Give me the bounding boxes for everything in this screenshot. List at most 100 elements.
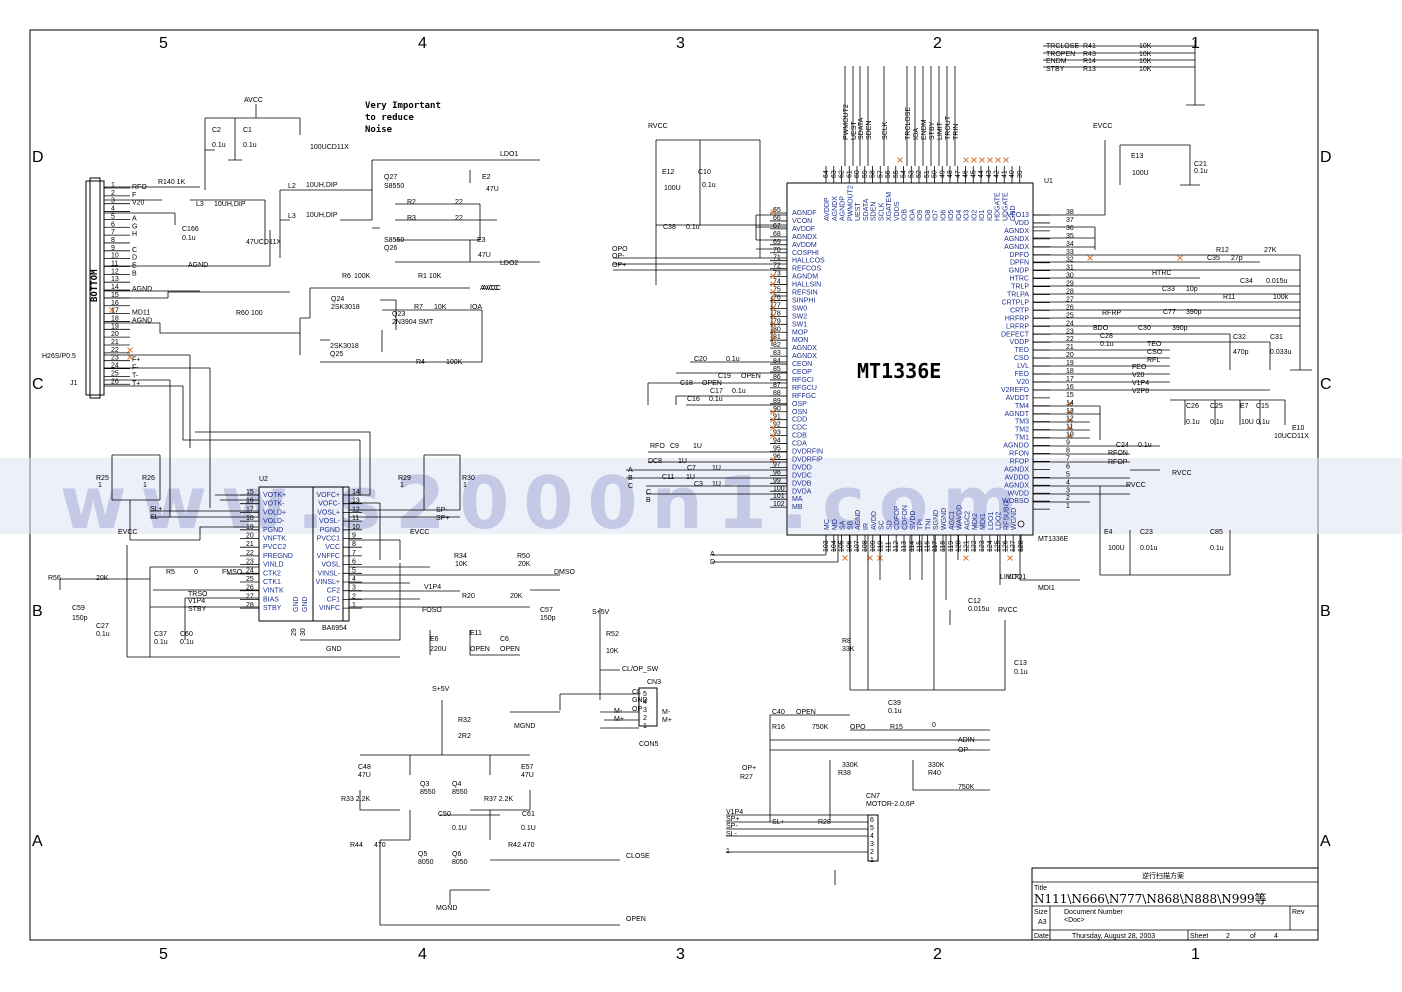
right-parts-4: 0.1u: [702, 182, 716, 189]
u2-right-pin-num-4: 4: [352, 576, 356, 583]
mid-parts-72: R37 2.2K: [484, 796, 514, 803]
u1-left-pin-num-102: 102: [773, 501, 785, 508]
j1-pin-num-1: 1: [111, 182, 115, 189]
left-parts-16: 10UH,DIP: [306, 212, 338, 219]
date-value: Thursday, August 28, 2003: [1072, 933, 1155, 940]
u1-bottom-pin-num-116: 116: [924, 541, 931, 552]
no-connect-mark: [979, 157, 985, 163]
right-parts-65: 100k: [1273, 294, 1289, 301]
mid-parts-74: 0.1U: [452, 825, 467, 832]
u1-left-pin-num-100: 100: [773, 485, 785, 492]
u1-right-pin-num-15: 15: [1066, 392, 1074, 399]
mid-parts-71: R33 2.2K: [341, 796, 371, 803]
u1-top-pin-name-52: IO9: [917, 210, 924, 221]
u2-left-pin-num-26: 26: [246, 585, 254, 592]
u1-pin1-dot: [1017, 520, 1025, 528]
right-parts-30: 1U: [712, 481, 721, 488]
right-parts-100: RVCC: [1126, 482, 1146, 489]
j1-ref: J1: [70, 380, 78, 387]
u1-right-pin-name-29: TRLP: [1011, 284, 1029, 291]
j1-pin-net-1: RFO: [132, 184, 147, 191]
u1-top-pin-num-56: 56: [885, 170, 892, 178]
mid-parts-5: SL+: [150, 506, 163, 513]
right-parts-54: 10K: [1139, 66, 1152, 73]
left-parts-42: R7: [414, 304, 423, 311]
u1-top-pin-num-42: 42: [994, 170, 1001, 178]
right-parts-26: 1U: [712, 465, 721, 472]
u1-top-pin-num-39: 39: [1017, 170, 1024, 178]
u2-left-pin-num-22: 22: [246, 550, 254, 557]
u1-right-pin-name-19: LVL: [1017, 363, 1029, 370]
u1-right-pin-num-5: 5: [1066, 471, 1070, 478]
j1-pin-net-23: F+: [132, 357, 140, 364]
right-parts-80: RFL: [1147, 357, 1160, 364]
u1-bottom-pin-name-108: IR: [863, 523, 870, 530]
u1-bottom-pin-name-127: WGND: [1011, 508, 1018, 530]
mid-parts-40: C57: [540, 607, 553, 614]
right-parts-120: 750K: [812, 724, 829, 731]
docnum-value: <Doc>: [1064, 917, 1085, 924]
u1-left-pin-num-74: 74: [773, 279, 781, 286]
right-parts-14: C18: [680, 380, 693, 387]
right-parts-102: 100U: [1108, 545, 1125, 552]
right-parts-0: RVCC: [648, 123, 668, 130]
j1-pin-num-9: 9: [111, 245, 115, 252]
u2-left-pin-num-18: 18: [246, 515, 254, 522]
u1-bottom-pin-num-114: 114: [909, 541, 916, 552]
u1-left-pin-name-66: VCON: [792, 218, 812, 225]
u1-left-pin-name-65: AGNDF: [792, 210, 817, 217]
u1-left-pin-num-98: 98: [773, 469, 781, 476]
j1-pin-num-24: 24: [111, 363, 119, 370]
right-parts-126: OP+: [742, 765, 756, 772]
no-connect-mark: [770, 297, 776, 303]
mid-parts-67: Q4: [452, 781, 461, 788]
u2-right-pin-num-3: 3: [352, 585, 356, 592]
mid-parts-19: 0: [194, 569, 198, 576]
u1-top-pin-name-41: UDGATE: [1002, 192, 1009, 221]
cn7-pin-3: 3: [870, 841, 874, 848]
mid-parts-66: 8550: [420, 789, 436, 796]
right-parts-46: TROPEN: [1046, 51, 1075, 58]
u1-right-pin-name-11: TM2: [1015, 427, 1029, 434]
u1-top-pin-num-61: 61: [846, 170, 853, 178]
right-parts-114: 0.1u: [1014, 669, 1028, 676]
watermark-text: www.s2000n1.com: [60, 461, 1031, 545]
u1-right-pin-num-10: 10: [1066, 432, 1074, 439]
u2-pin-29: 29: [291, 628, 298, 636]
right-parts-130: 330K: [928, 762, 945, 769]
sheet-label: Sheet: [1190, 933, 1208, 940]
mid-parts-47: OPEN: [500, 646, 520, 653]
mid-parts-28: C60: [180, 631, 193, 638]
right-parts-52: STBY: [1046, 66, 1065, 73]
left-parts-29: LDO1: [500, 151, 518, 158]
mid-parts-43: 220U: [430, 646, 447, 653]
zone-col-top-2: 2: [933, 35, 942, 52]
u1-top-pin-num-55: 55: [893, 170, 900, 178]
right-parts-18: C16: [687, 396, 700, 403]
u1-right-pin-name-18: FEO: [1015, 371, 1030, 378]
u1-top-net-ioa: IOA: [913, 128, 920, 140]
right-parts-106: 0.1u: [1210, 545, 1224, 552]
u2-left-pin-name-18: VOLD-: [263, 518, 285, 525]
right-parts-119: R16: [772, 724, 785, 731]
u1-left-pin-num-90: 90: [773, 406, 781, 413]
right-parts-93: E10: [1292, 425, 1305, 432]
u2-left-pin-name-24: CTK2: [263, 570, 281, 577]
u1-left-pin-num-93: 93: [773, 430, 781, 437]
left-parts-41: 2N3904 SMT: [392, 319, 434, 326]
u2-right-pin-name-14: VOFC+: [316, 492, 340, 499]
u1-right-pin-name-5: AVDDO: [1005, 474, 1030, 481]
u1-left-pin-name-102: MB: [792, 504, 803, 511]
mid-parts-0: R25: [96, 475, 109, 482]
u1-right-pin-num-29: 29: [1066, 281, 1074, 288]
u2-left-pin-name-26: VINTK: [263, 588, 284, 595]
u1-bottom-pin-num-110: 110: [878, 541, 885, 552]
no-connect-mark: [770, 417, 776, 423]
u1-bottom-pin-name-114: SVDD: [910, 511, 917, 530]
u2-gnd-2: GND: [302, 596, 309, 612]
u1-right-pin-num-8: 8: [1066, 448, 1070, 455]
right-parts-24: 1U: [678, 458, 687, 465]
noise-note: Very Important to reduce Noise: [365, 101, 441, 135]
